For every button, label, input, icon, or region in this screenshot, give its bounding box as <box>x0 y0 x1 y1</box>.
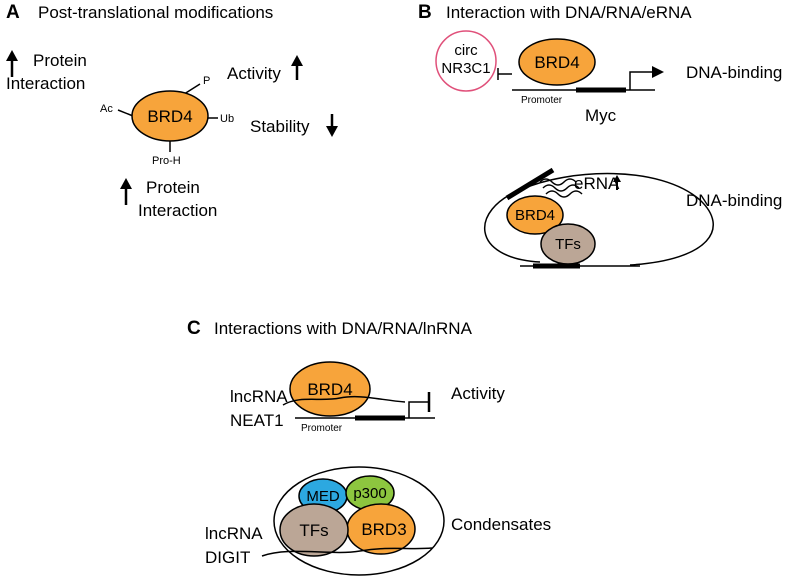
stability-down-arrow-icon <box>326 114 338 137</box>
panel-c: C Interactions with DNA/RNA/lnRNA lncRNA… <box>187 318 551 576</box>
tfs-protein-b <box>540 223 596 265</box>
brd4-label-b: BRD4 <box>534 53 579 72</box>
panel-a-letter: A <box>6 2 20 23</box>
lncrna-neat1-line2: NEAT1 <box>230 411 284 430</box>
panel-a-title: Post-translational modifications <box>38 3 273 22</box>
protein-interaction-top-line2: Interaction <box>6 74 85 93</box>
brd4-label-a: BRD4 <box>147 107 192 126</box>
panel-c-letter: C <box>187 318 201 339</box>
mod-ac-label: Ac <box>100 103 113 115</box>
dna-binding-label-2: DNA-binding <box>686 191 782 210</box>
mod-ub-label: Ub <box>220 113 234 125</box>
tss-c <box>408 401 428 418</box>
lncrna-digit-line2: DIGIT <box>205 548 250 567</box>
bottom-up-arrow-icon <box>120 178 132 205</box>
circ-label-line2: NR3C1 <box>441 60 490 77</box>
brd4-protein-b <box>518 38 596 86</box>
promoter-label-c: Promoter <box>301 423 343 434</box>
panel-b-title: Interaction with DNA/RNA/eRNA <box>446 3 692 22</box>
neat1-rna-strand <box>282 395 406 406</box>
up-arrow-icon <box>6 50 18 77</box>
tfs-label-b: TFs <box>555 236 581 253</box>
mod-proh-label: Pro-H <box>152 155 181 167</box>
circ-label-line1: circ <box>454 42 478 59</box>
panel-a: A Post-translational modifications Prote… <box>6 2 338 220</box>
digit-rna-strand <box>261 547 433 557</box>
protein-interaction-bottom-line1: Protein <box>146 178 200 197</box>
lncrna-digit-line1: lncRNA <box>205 524 263 543</box>
med-label: MED <box>306 488 340 505</box>
activity-up-arrow-icon <box>291 55 303 80</box>
brd3-label: BRD3 <box>361 520 406 539</box>
promoter-label-b: Promoter <box>521 95 563 106</box>
erna-label: eRNA <box>574 174 620 193</box>
myc-label: Myc <box>585 106 617 125</box>
stability-label: Stability <box>250 117 310 136</box>
brd4-protein-b2 <box>506 195 564 235</box>
erna-squiggles <box>539 178 583 198</box>
lncrna-neat1-line1: lncRNA <box>230 387 288 406</box>
brd4-label-c: BRD4 <box>307 380 352 399</box>
dna-binding-label-1: DNA-binding <box>686 63 782 82</box>
tfs-label-c: TFs <box>299 521 328 540</box>
activity-label-a: Activity <box>227 64 281 83</box>
chromatin-loop <box>484 172 714 266</box>
circ-nr3c1-circle <box>435 30 497 92</box>
erna-up-arrow-icon <box>613 175 621 190</box>
tss-arrow <box>629 71 655 90</box>
enhancer-block <box>505 167 555 201</box>
mod-p-label: P <box>203 75 210 87</box>
activity-label-c: Activity <box>451 384 505 403</box>
brd4-label-b2: BRD4 <box>515 207 555 224</box>
tfs-protein-c <box>279 503 349 557</box>
brd4-protein-c <box>289 361 371 417</box>
p300-label: p300 <box>353 485 386 502</box>
panel-c-title: Interactions with DNA/RNA/lnRNA <box>214 319 473 338</box>
ac-site-line <box>117 109 134 117</box>
panel-b-letter: B <box>418 2 432 23</box>
tss-arrowhead-icon <box>652 66 664 78</box>
protein-interaction-bottom-line2: Interaction <box>138 201 217 220</box>
condensates-label: Condensates <box>451 515 551 534</box>
protein-interaction-top-line1: Protein <box>33 51 87 70</box>
brd4-protein-a <box>131 90 209 142</box>
panel-b: B Interaction with DNA/RNA/eRNA circ NR3… <box>418 2 782 269</box>
